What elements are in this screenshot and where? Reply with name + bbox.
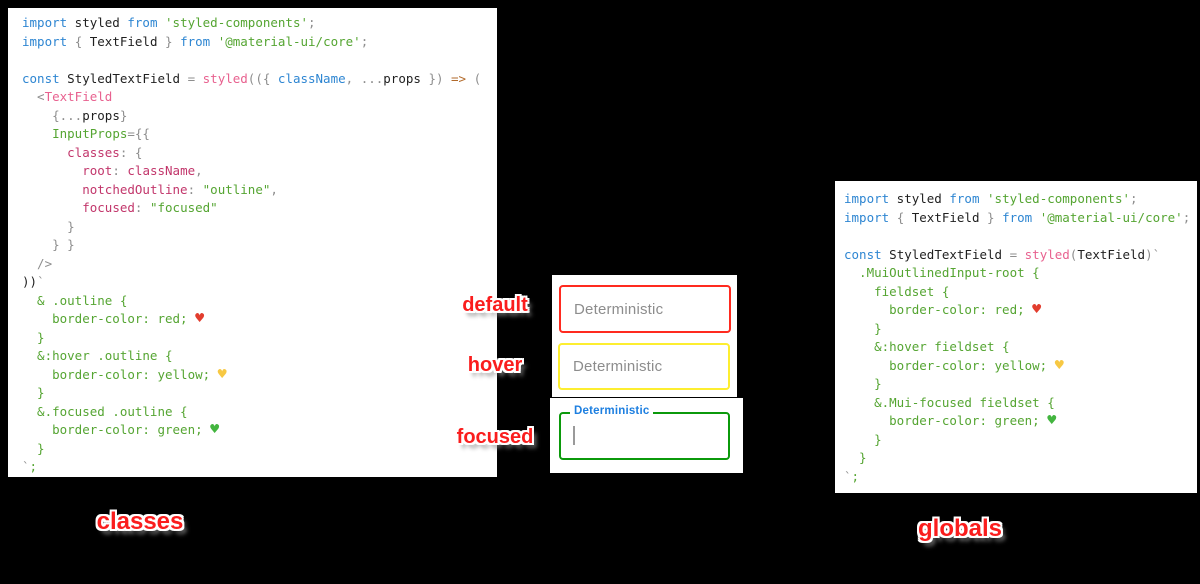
textfield-floating-label: Deterministic [570, 405, 654, 417]
code-line: InputProps={{ [52, 126, 150, 141]
code-line: border-color: yellow; ♥ [22, 364, 227, 383]
code-line: border-color: green; ♥ [844, 411, 1057, 429]
code-line: &:hover fieldset { [844, 339, 1010, 354]
code-line: import { TextField } from '@material-ui/… [844, 209, 1191, 225]
code-line: } [22, 440, 45, 456]
heart-icon: ♥ [1047, 411, 1057, 429]
text-cursor-icon [573, 426, 575, 445]
state-label-focused: focused [456, 426, 534, 448]
code-line: import styled from 'styled-components'; [22, 15, 316, 30]
code-line: border-color: red; ♥ [22, 309, 205, 327]
textfield-hover[interactable]: Deterministic [558, 343, 730, 390]
code-line: import styled from 'styled-components'; [844, 191, 1138, 206]
caption-classes: classes [96, 508, 184, 535]
code-line: } [22, 329, 45, 345]
code-line: } [844, 450, 867, 465]
right-code-panel: import styled from 'styled-components'; i… [835, 181, 1197, 493]
code-line: } [844, 320, 882, 336]
textfield-focused[interactable]: Deterministic [559, 405, 730, 460]
code-line: classes: { [67, 144, 143, 160]
textfield-placeholder: Deterministic [573, 358, 663, 375]
heart-icon: ♥ [1032, 300, 1042, 318]
code-line: &.focused .outline { [22, 403, 188, 419]
code-line: } } [22, 237, 75, 252]
textfield-placeholder: Deterministic [574, 300, 664, 318]
code-line: notchedOutline: "outline", [82, 181, 278, 197]
code-line: import { TextField } from '@material-ui/… [22, 33, 369, 49]
code-line: } [22, 218, 75, 234]
code-line: const StyledTextField = styled(TextField… [844, 246, 1161, 262]
code-line: } [844, 376, 882, 391]
code-line: } [844, 431, 882, 447]
code-line: border-color: green; ♥ [22, 420, 220, 438]
heart-icon: ♥ [1054, 355, 1064, 374]
heart-icon: ♥ [195, 309, 205, 327]
textfield-demo-panel-top: Deterministic Deterministic [552, 275, 737, 397]
code-line: ))` [22, 274, 45, 289]
code-line: <TextField [22, 89, 113, 104]
code-line [844, 227, 1197, 246]
code-line: root: className, [82, 163, 203, 178]
code-line: .MuiOutlinedInput-root { [844, 265, 1040, 280]
state-label-hover: hover [467, 354, 523, 376]
code-line: focused: "focused" [82, 200, 218, 215]
code-line: &.Mui-focused fieldset { [844, 394, 1055, 410]
textfield-default[interactable]: Deterministic [559, 285, 731, 333]
heart-icon: ♥ [217, 364, 227, 383]
code-line: & .outline { [22, 292, 128, 308]
code-line: `; [22, 459, 38, 474]
textfield-demo-panel-bottom: Deterministic [550, 398, 743, 473]
code-line: border-color: red; ♥ [844, 300, 1042, 318]
code-line: const StyledTextField = styled(({ classN… [22, 70, 482, 86]
code-line: &:hover .outline { [22, 348, 173, 363]
code-line: } [22, 385, 45, 400]
code-line: `; [844, 468, 860, 484]
caption-globals: globals [917, 515, 1002, 542]
code-line: /> [22, 255, 53, 271]
state-label-default: default [462, 294, 528, 316]
code-line [22, 51, 497, 70]
left-code-panel: import styled from 'styled-components'; i… [8, 8, 497, 477]
heart-icon: ♥ [210, 420, 220, 438]
code-line: border-color: yellow; ♥ [844, 355, 1064, 374]
code-line: fieldset { [844, 283, 950, 299]
code-line: {...props} [22, 107, 128, 123]
